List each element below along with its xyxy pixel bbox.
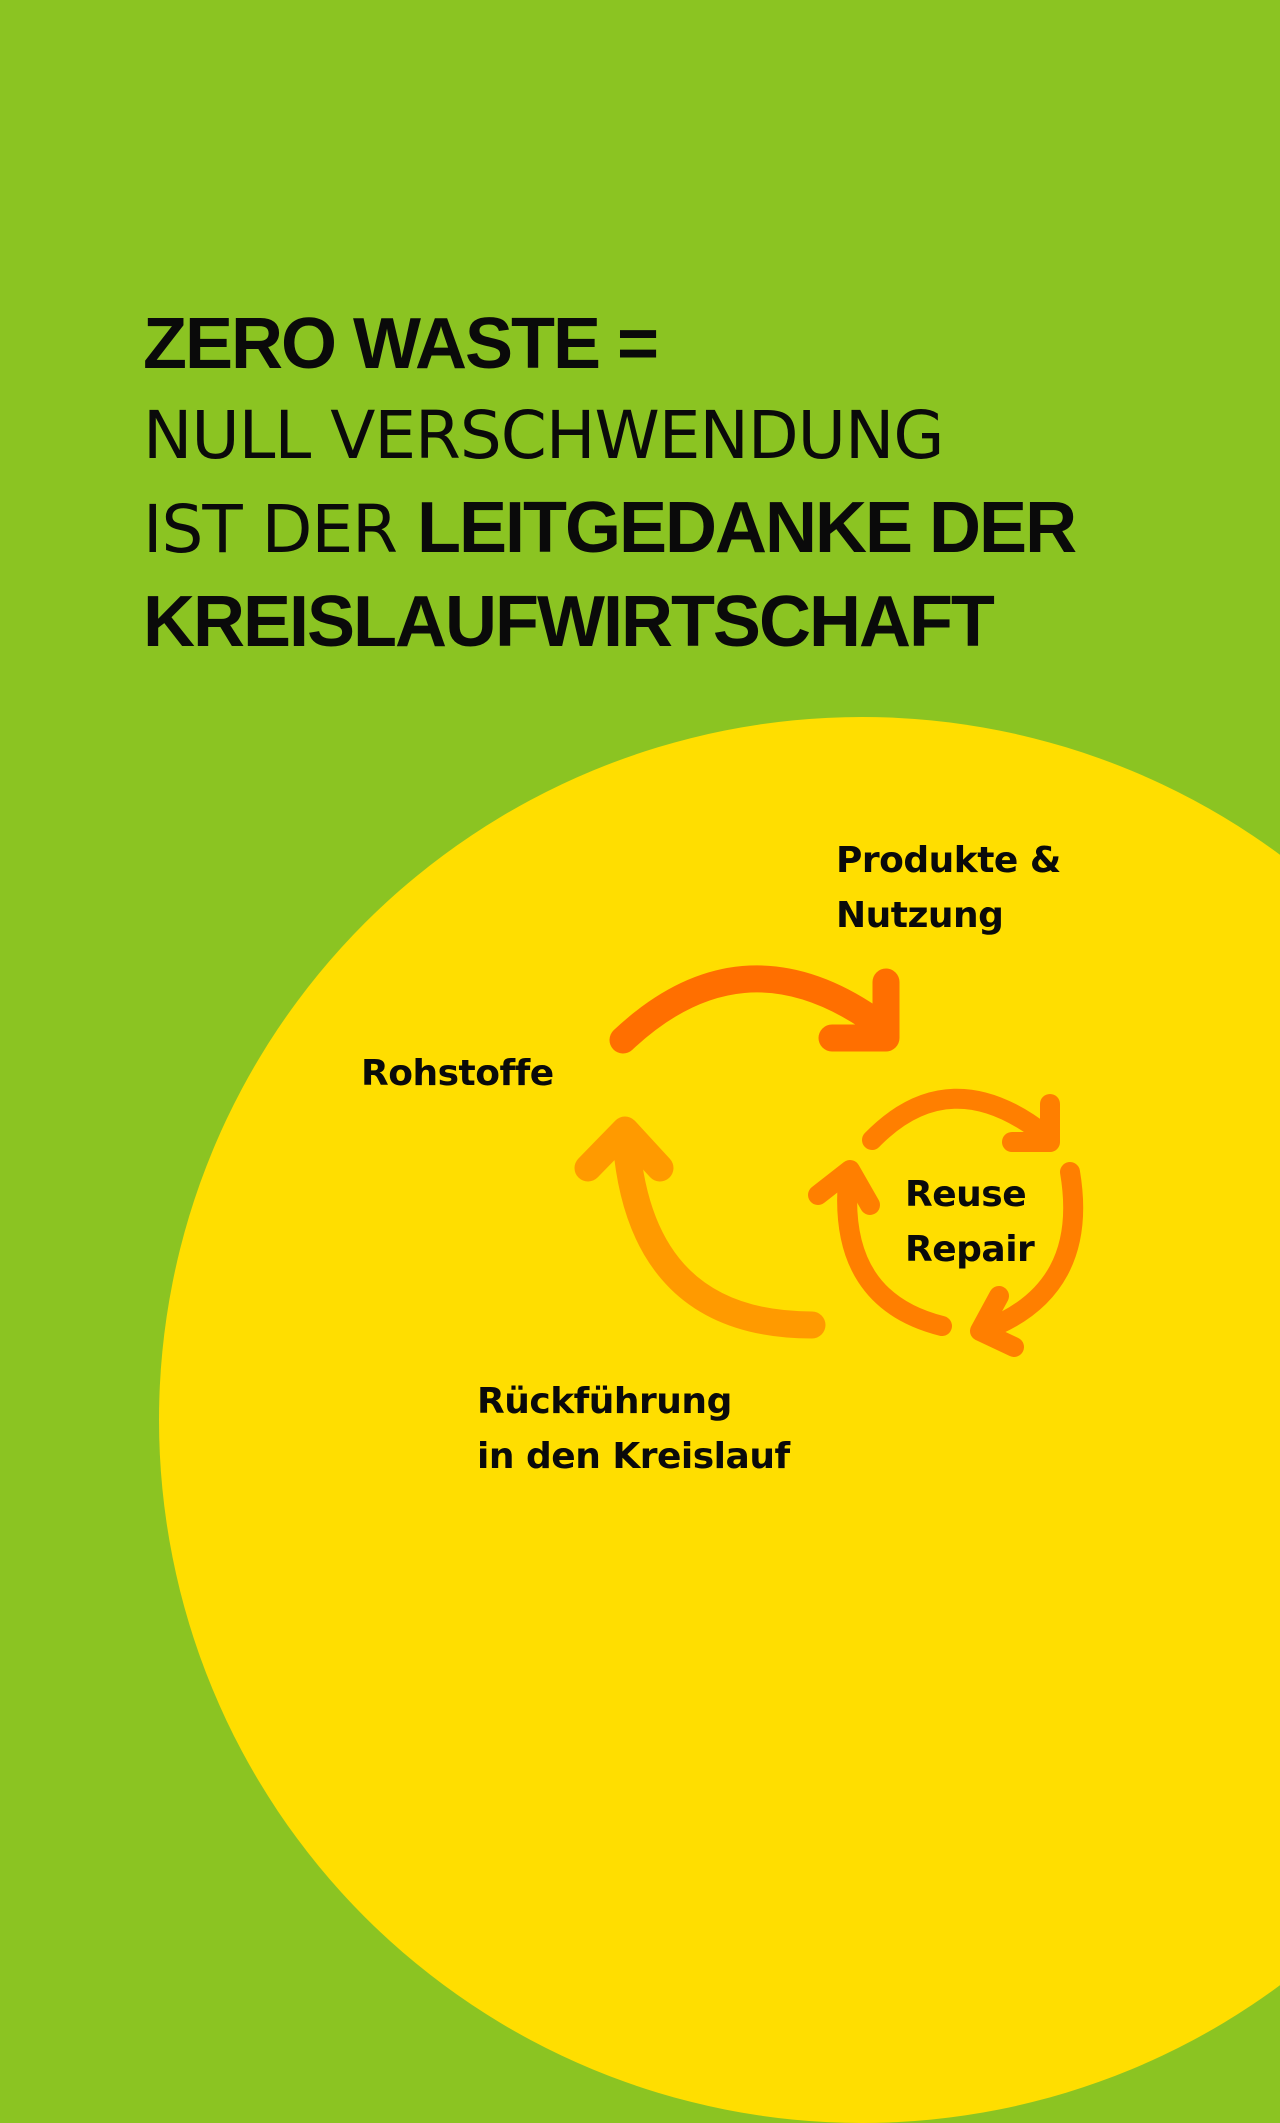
headline-line-3-light: IST DER <box>143 491 418 568</box>
node-reuse-line-2: Repair <box>905 1229 1035 1270</box>
node-produkte-nutzung: Produkte & Nutzung <box>836 833 1061 943</box>
headline-line-4: KREISLAUFWIRTSCHAFT <box>143 582 995 662</box>
headline-line-1: ZERO WASTE = <box>143 304 659 384</box>
node-reuse-line-1: Reuse <box>905 1174 1027 1215</box>
headline-line-2: NULL VERSCHWENDUNG <box>143 397 945 474</box>
headline-line-3: IST DER LEITGEDANKE DER <box>143 482 1243 576</box>
node-rueck-line-1: Rückführung <box>477 1381 732 1422</box>
circular-economy-diagram <box>574 965 1084 1357</box>
node-rueck-line-2: in den Kreislauf <box>477 1436 790 1477</box>
headline: ZERO WASTE = NULL VERSCHWENDUNG IST DER … <box>143 298 1243 668</box>
node-produkte-line-2: Nutzung <box>836 895 1004 936</box>
node-rohstoffe: Rohstoffe <box>361 1046 554 1101</box>
curved-arrow-up-icon <box>574 1116 826 1339</box>
node-rohstoffe-line-1: Rohstoffe <box>361 1053 554 1094</box>
headline-line-3-bold: LEITGEDANKE DER <box>417 488 1077 568</box>
curved-arrow-right-icon <box>609 965 900 1054</box>
circular-arrows-cycle-icon <box>808 1088 1084 1357</box>
node-rueckfuehrung: Rückführung in den Kreislauf <box>477 1374 790 1484</box>
node-produkte-line-1: Produkte & <box>836 840 1061 881</box>
node-reuse-repair: Reuse Repair <box>905 1167 1035 1277</box>
